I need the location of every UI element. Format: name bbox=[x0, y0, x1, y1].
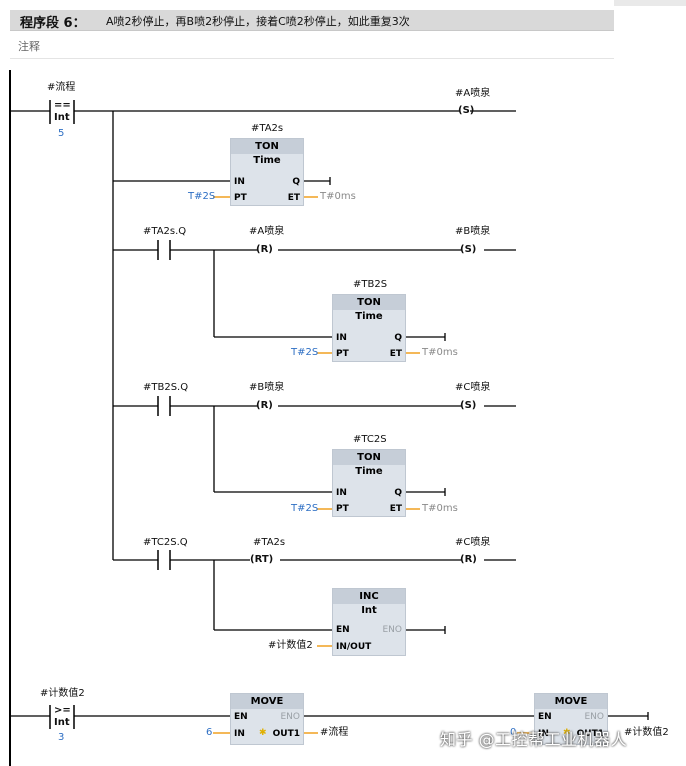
comment-divider bbox=[10, 58, 614, 59]
set-coil-a[interactable]: (S) bbox=[458, 105, 475, 116]
move2-pin-out: OUT1 bbox=[576, 729, 604, 739]
timerB-pin-et: ET bbox=[389, 349, 402, 359]
timerB-pin-pt: PT bbox=[336, 349, 349, 359]
watermark: 知乎 @工控帮工业机器人 bbox=[440, 730, 628, 749]
move2-pin-eno: ENO bbox=[584, 712, 604, 722]
compare1-value[interactable]: 5 bbox=[58, 128, 65, 139]
inc-inout-tag[interactable]: #计数值2 bbox=[268, 640, 313, 651]
inc-type: INC bbox=[333, 589, 405, 604]
timerB-et-value[interactable]: T#0ms bbox=[422, 347, 458, 358]
set-coil-a-tag[interactable]: #A喷泉 bbox=[455, 88, 491, 99]
reset-coil-a[interactable]: (R) bbox=[256, 244, 273, 255]
timerA-type: TON bbox=[231, 139, 303, 154]
timerB-pt-value[interactable]: T#2S bbox=[291, 347, 319, 358]
move1-arrow-icon: ✱ bbox=[259, 728, 267, 738]
move2-block[interactable]: MOVE EN ENO IN ✱ OUT1 bbox=[534, 693, 608, 745]
move1-pin-out: OUT1 bbox=[272, 729, 300, 739]
header-tab bbox=[614, 0, 686, 6]
set-coil-b[interactable]: (S) bbox=[460, 244, 477, 255]
timerA-pt-value[interactable]: T#2S bbox=[188, 191, 216, 202]
rt-coil-tag[interactable]: #TA2s bbox=[253, 537, 286, 548]
timerA-pin-in: IN bbox=[234, 177, 245, 187]
timerA-sub: Time bbox=[253, 155, 281, 166]
compare1-type: Int bbox=[54, 112, 70, 123]
move2-pin-in: IN bbox=[538, 729, 549, 739]
reset-coil-c[interactable]: (R) bbox=[460, 554, 477, 565]
network-comment[interactable]: 注释 bbox=[18, 40, 40, 53]
reset-coil-b[interactable]: (R) bbox=[256, 400, 273, 411]
move1-pin-in: IN bbox=[234, 729, 245, 739]
inc-pin-en: EN bbox=[336, 625, 350, 635]
move1-out-tag[interactable]: #流程 bbox=[320, 727, 349, 738]
compare2-type: Int bbox=[54, 717, 70, 728]
reset-coil-c-tag[interactable]: #C喷泉 bbox=[455, 537, 491, 548]
move1-block[interactable]: MOVE EN ENO IN ✱ OUT1 bbox=[230, 693, 304, 745]
timerC-instance[interactable]: #TC2S bbox=[353, 434, 387, 445]
timerC-pin-in: IN bbox=[336, 488, 347, 498]
inc-sub: Int bbox=[361, 605, 377, 616]
compare2-value[interactable]: 3 bbox=[58, 732, 65, 743]
inc-block[interactable]: INC Int EN ENO IN/OUT bbox=[332, 588, 406, 656]
compare2-tag[interactable]: #计数值2 bbox=[40, 688, 85, 699]
contact3-tag[interactable]: #TB2S.Q bbox=[143, 382, 189, 393]
move2-arrow-icon: ✱ bbox=[563, 728, 571, 738]
timerA-pin-pt: PT bbox=[234, 193, 247, 203]
move1-type: MOVE bbox=[231, 694, 303, 709]
timerA-pin-et: ET bbox=[287, 193, 300, 203]
timerC-sub: Time bbox=[355, 466, 383, 477]
timerC-pin-et: ET bbox=[389, 504, 402, 514]
contact2-tag[interactable]: #TA2s.Q bbox=[143, 226, 187, 237]
timerA-instance[interactable]: #TA2s bbox=[251, 123, 284, 134]
move2-out-tag[interactable]: #计数值2 bbox=[624, 727, 669, 738]
move2-pin-en: EN bbox=[538, 712, 552, 722]
timerC-et-value[interactable]: T#0ms bbox=[422, 503, 458, 514]
timerB-type: TON bbox=[333, 295, 405, 310]
move1-pin-en: EN bbox=[234, 712, 248, 722]
timerC-type: TON bbox=[333, 450, 405, 465]
timerA-pin-q: Q bbox=[292, 177, 300, 187]
reset-coil-b-tag[interactable]: #B喷泉 bbox=[249, 382, 285, 393]
timerB-sub: Time bbox=[355, 311, 383, 322]
move2-in-value[interactable]: 0 bbox=[510, 727, 517, 738]
compare1-op: == bbox=[54, 100, 71, 111]
compare1-tag[interactable]: #流程 bbox=[47, 82, 76, 93]
timerC-pt-value[interactable]: T#2S bbox=[291, 503, 319, 514]
set-coil-c-tag[interactable]: #C喷泉 bbox=[455, 382, 491, 393]
network-title: 程序段 6： bbox=[20, 16, 86, 31]
timerB-pin-q: Q bbox=[394, 333, 402, 343]
timer-b-block[interactable]: TON Time IN Q PT ET bbox=[332, 294, 406, 362]
timerA-et-value[interactable]: T#0ms bbox=[320, 191, 356, 202]
set-coil-c[interactable]: (S) bbox=[460, 400, 477, 411]
network-description[interactable]: A喷2秒停止，再B喷2秒停止，接着C喷2秒停止，如此重复3次 bbox=[106, 15, 410, 28]
inc-pin-eno: ENO bbox=[382, 625, 402, 635]
move1-pin-eno: ENO bbox=[280, 712, 300, 722]
timerB-instance[interactable]: #TB2S bbox=[353, 279, 388, 290]
timerC-pin-pt: PT bbox=[336, 504, 349, 514]
set-coil-b-tag[interactable]: #B喷泉 bbox=[455, 226, 491, 237]
move1-in-value[interactable]: 6 bbox=[206, 727, 213, 738]
move2-type: MOVE bbox=[535, 694, 607, 709]
timerC-pin-q: Q bbox=[394, 488, 402, 498]
network-header: 程序段 6： A喷2秒停止，再B喷2秒停止，接着C喷2秒停止，如此重复3次 bbox=[10, 10, 614, 31]
timer-a-block[interactable]: TON Time IN Q PT ET bbox=[230, 138, 304, 206]
timer-c-block[interactable]: TON Time IN Q PT ET bbox=[332, 449, 406, 517]
rt-coil[interactable]: (RT) bbox=[250, 554, 274, 565]
contact4-tag[interactable]: #TC2S.Q bbox=[143, 537, 188, 548]
compare2-op: >= bbox=[54, 705, 71, 716]
timerB-pin-in: IN bbox=[336, 333, 347, 343]
inc-pin-inout: IN/OUT bbox=[336, 642, 372, 652]
reset-coil-a-tag[interactable]: #A喷泉 bbox=[249, 226, 285, 237]
